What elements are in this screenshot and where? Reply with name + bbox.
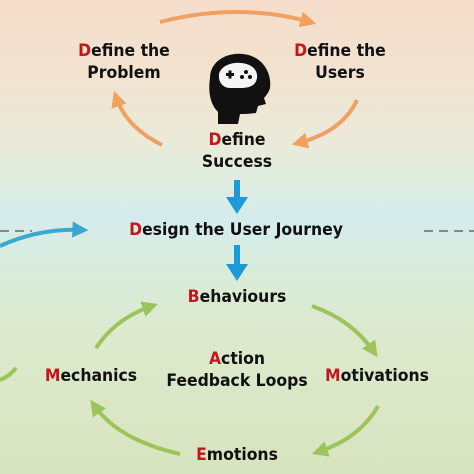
arrow-mechanics-to-behaviours [94, 301, 159, 350]
define-users-label: Define the Users [294, 41, 386, 83]
mechanics-label: Mechanics [44, 366, 138, 386]
arrow-success-to-journey [226, 180, 248, 214]
arrow-success-to-problem [111, 90, 163, 147]
define-success-label: Define Success [201, 130, 273, 172]
arrow-side-to-journey [0, 221, 89, 248]
arrow-motivations-to-emotions [311, 405, 380, 457]
arrow-emotions-to-mechanics [90, 399, 181, 456]
behaviours-label: Behaviours [187, 287, 287, 307]
motivations-label: Motivations [325, 366, 429, 386]
action-feedback-loops-label: Action Feedback Loops [166, 349, 308, 391]
design-user-journey-label: Design the User Journey [129, 220, 343, 240]
arrow-problem-to-users [159, 10, 317, 28]
define-problem-label: Define the Problem [78, 41, 170, 83]
arrow-behaviours-to-motivations [311, 304, 378, 358]
arrow-side-green [0, 366, 18, 382]
arrow-journey-to-behaviours [226, 245, 248, 281]
arrow-users-to-success [291, 99, 359, 149]
head-with-gamepad-brain-icon [209, 53, 271, 124]
emotions-label: Emotions [196, 445, 278, 465]
